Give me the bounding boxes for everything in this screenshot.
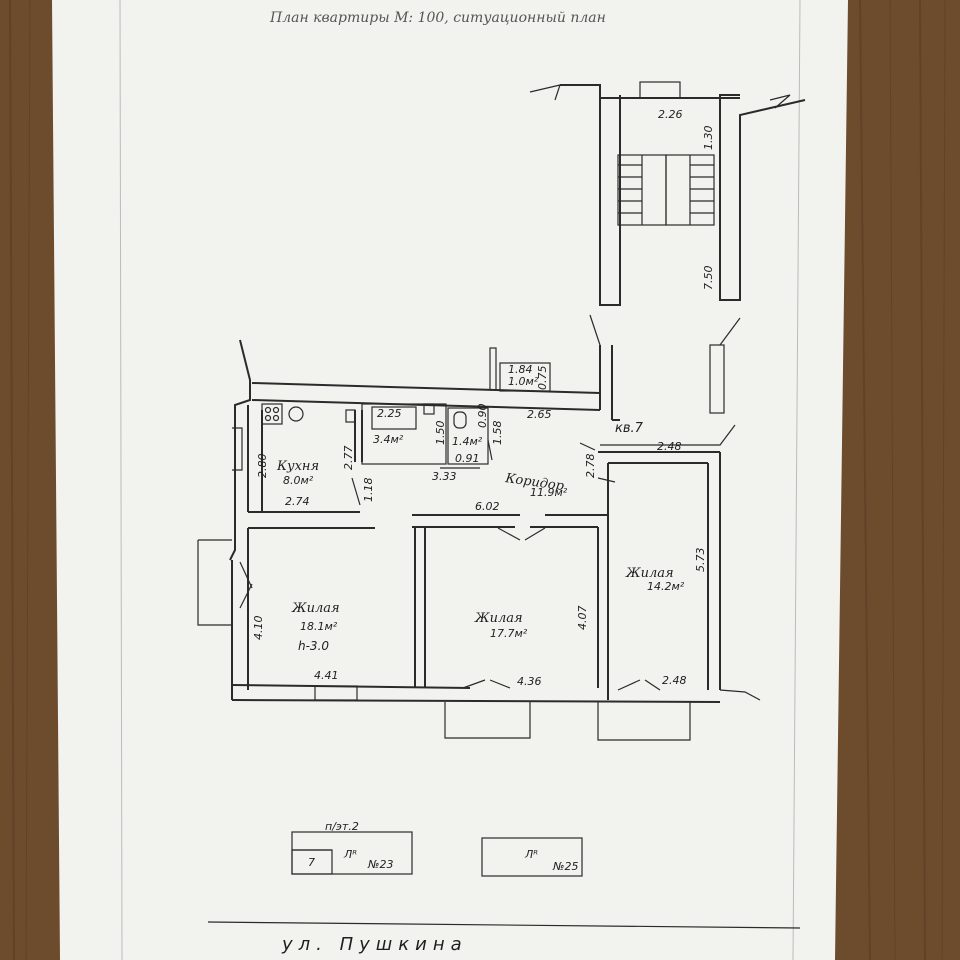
kitchen-dim-left: 2.80 [256,454,269,479]
living2-width: 4.36 [517,675,542,688]
paper-margin-right [792,0,801,960]
wc-area: 1.4м² [452,435,483,448]
closet-area: 1.0м² [508,375,539,388]
corridor-area: 11.9м² [530,486,568,499]
living1-depth: 4.10 [252,616,265,641]
site-plan: п/эт.2 7 Лᴿ №23 Лᴿ №25 ул. Пушкина [207,820,801,955]
living3-top-dim: 2.48 [657,440,682,453]
wc: 0.90 1.4м² 0.91 1.58 [447,404,504,465]
closet-depth: 0.75 [536,366,549,391]
paper-margin-left [119,0,123,960]
bathroom-area: 3.4м² [373,433,404,446]
kitchen-dim-right: 2.77 [342,446,355,471]
living3-area: 14.2м² [647,580,685,593]
living1-width: 4.41 [314,669,339,682]
living1-name: Жилая [291,601,340,616]
kitchen-area: 8.0м² [283,474,314,487]
site-left-letter: Лᴿ [343,848,357,861]
living2-depth: 4.07 [576,606,589,631]
closet-width: 1.84 [508,363,533,376]
kitchen: Кухня 8.0м² 2.74 2.80 2.77 1.18 [256,403,375,508]
site-right-letter: Лᴿ [524,848,538,861]
corridor-bath-bottom: 3.33 [432,470,457,483]
living-room-1: Жилая 18.1м² h-3.0 4.10 4.41 [252,601,358,701]
living-room-2: Жилая 17.7м² 4.07 4.36 [444,527,589,739]
street-line [207,921,801,929]
living2-name: Жилая [474,611,523,626]
corridor-bottom-dim: 6.02 [475,500,500,513]
stair-depth: 7.50 [702,266,715,291]
wc-width: 0.91 [455,452,480,465]
kitchen-door-dim: 1.18 [362,478,375,503]
street-name: ул. Пушкина [281,934,468,955]
paper-sheet [52,0,848,960]
apartment-number: кв.7 [615,421,644,436]
bathroom-depth: 1.50 [434,421,447,446]
living1-area: 18.1м² [300,620,338,633]
site-right-code: №25 [552,860,578,873]
site-left-number: 7 [308,856,315,869]
bathroom-width: 2.25 [377,407,402,420]
stair-depth-top: 1.30 [702,126,715,151]
living2-area: 17.7м² [490,627,528,640]
wc-top-dim: 0.90 [476,404,489,429]
site-left-code: №23 [367,858,393,871]
living3-bottom-dim: 2.48 [662,674,687,687]
staircase: 2.26 1.30 7.50 [529,81,806,306]
corridor-top-dim: 2.65 [527,408,552,421]
kitchen-name: Кухня [276,459,319,474]
living1-height: h-3.0 [298,639,329,653]
corridor-side-dim: 2.78 [584,454,597,479]
closet: 1.84 1.0м² 0.75 [489,347,551,392]
living-room-3: Жилая 14.2м² 5.73 2.48 [597,548,707,741]
site-left-floors: п/эт.2 [325,820,359,833]
bathroom: 2.25 3.4м² 1.50 [361,403,447,465]
living3-depth: 5.73 [694,548,707,573]
kitchen-dim-bottom: 2.74 [285,495,310,508]
living3-name: Жилая [625,566,674,581]
plan-title: План квартиры М: 100, ситуационный план [269,10,606,26]
apartment-walls [197,314,761,703]
wc-depth: 1.58 [491,421,504,446]
corridor: 2.65 кв.7 2.78 3.33 Коридор 11.9м² 6.02 … [432,408,682,513]
stair-flight-right [665,154,715,226]
stair-width: 2.26 [658,108,683,121]
